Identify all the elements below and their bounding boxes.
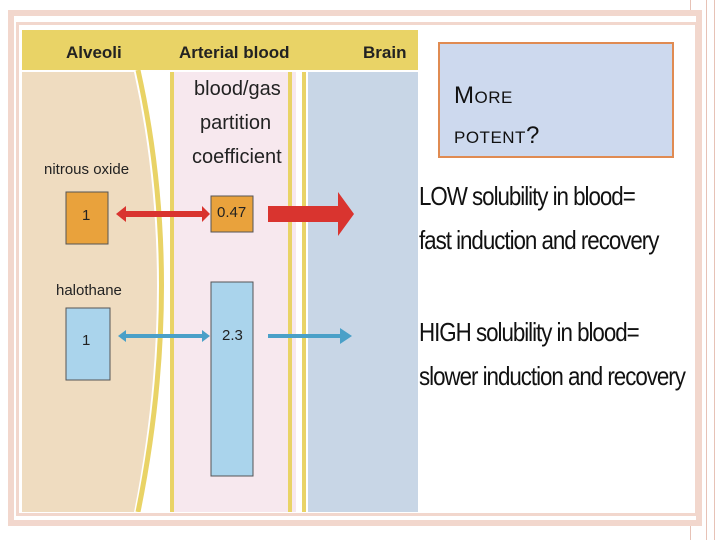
header-strip xyxy=(22,30,418,70)
halothane-exchange-arrow xyxy=(118,330,210,342)
callout-text: More potent? xyxy=(454,76,540,156)
callout-line2: potent? xyxy=(454,122,540,149)
halothane-label: halothane xyxy=(56,282,122,299)
halothane-alveoli-box xyxy=(65,307,111,381)
partition-label-line3: coefficient xyxy=(192,146,282,168)
brain-wall xyxy=(302,72,306,512)
alveolar-membrane xyxy=(135,69,164,512)
blood-right-wall xyxy=(288,72,292,512)
nitrous-brain-arrow xyxy=(268,192,354,236)
nitrous-blood-value: 0.47 xyxy=(217,204,247,221)
nitrous-exchange-arrow xyxy=(116,206,210,222)
high-note-line2: slower induction and recovery xyxy=(419,361,686,391)
diagram-graphic xyxy=(22,30,418,512)
nitrous-blood-box xyxy=(210,195,254,233)
frame-edge-line xyxy=(714,0,715,540)
low-solubility-note: LOW solubility in blood= fast induction … xyxy=(419,174,659,262)
low-note-line1: LOW solubility in blood= xyxy=(419,181,636,211)
brain-region xyxy=(308,72,418,512)
halothane-blood-box xyxy=(210,281,254,477)
high-note-line1: HIGH solubility in blood= xyxy=(419,317,640,347)
nitrous-alveoli-box xyxy=(65,191,109,245)
partition-label-line2: partition xyxy=(200,112,272,134)
frame-edge-line xyxy=(706,0,707,540)
partition-label-line1: blood/gas xyxy=(194,78,281,100)
alveoli-header: Alveoli xyxy=(66,43,122,62)
slide-frame-inner xyxy=(16,22,698,516)
anesthetic-solubility-diagram: Alveoli Arterial blood Brain blood/gas p… xyxy=(22,30,418,512)
nitrous-alveoli-value: 1 xyxy=(82,207,91,224)
halothane-blood-value: 2.3 xyxy=(222,327,243,344)
halothane-alveoli-value: 1 xyxy=(82,332,91,349)
halothane-brain-arrow xyxy=(268,328,352,344)
low-note-line2: fast induction and recovery xyxy=(419,225,659,255)
arterial-blood-header: Arterial blood xyxy=(179,43,290,62)
high-solubility-note: HIGH solubility in blood= slower inducti… xyxy=(419,310,686,398)
alveoli-region xyxy=(22,72,157,512)
blood-left-wall xyxy=(170,72,174,512)
callout-box: More potent? xyxy=(438,42,674,158)
brain-header: Brain xyxy=(363,43,407,62)
callout-line1: More xyxy=(454,82,513,109)
nitrous-oxide-label: nitrous oxide xyxy=(44,161,130,178)
